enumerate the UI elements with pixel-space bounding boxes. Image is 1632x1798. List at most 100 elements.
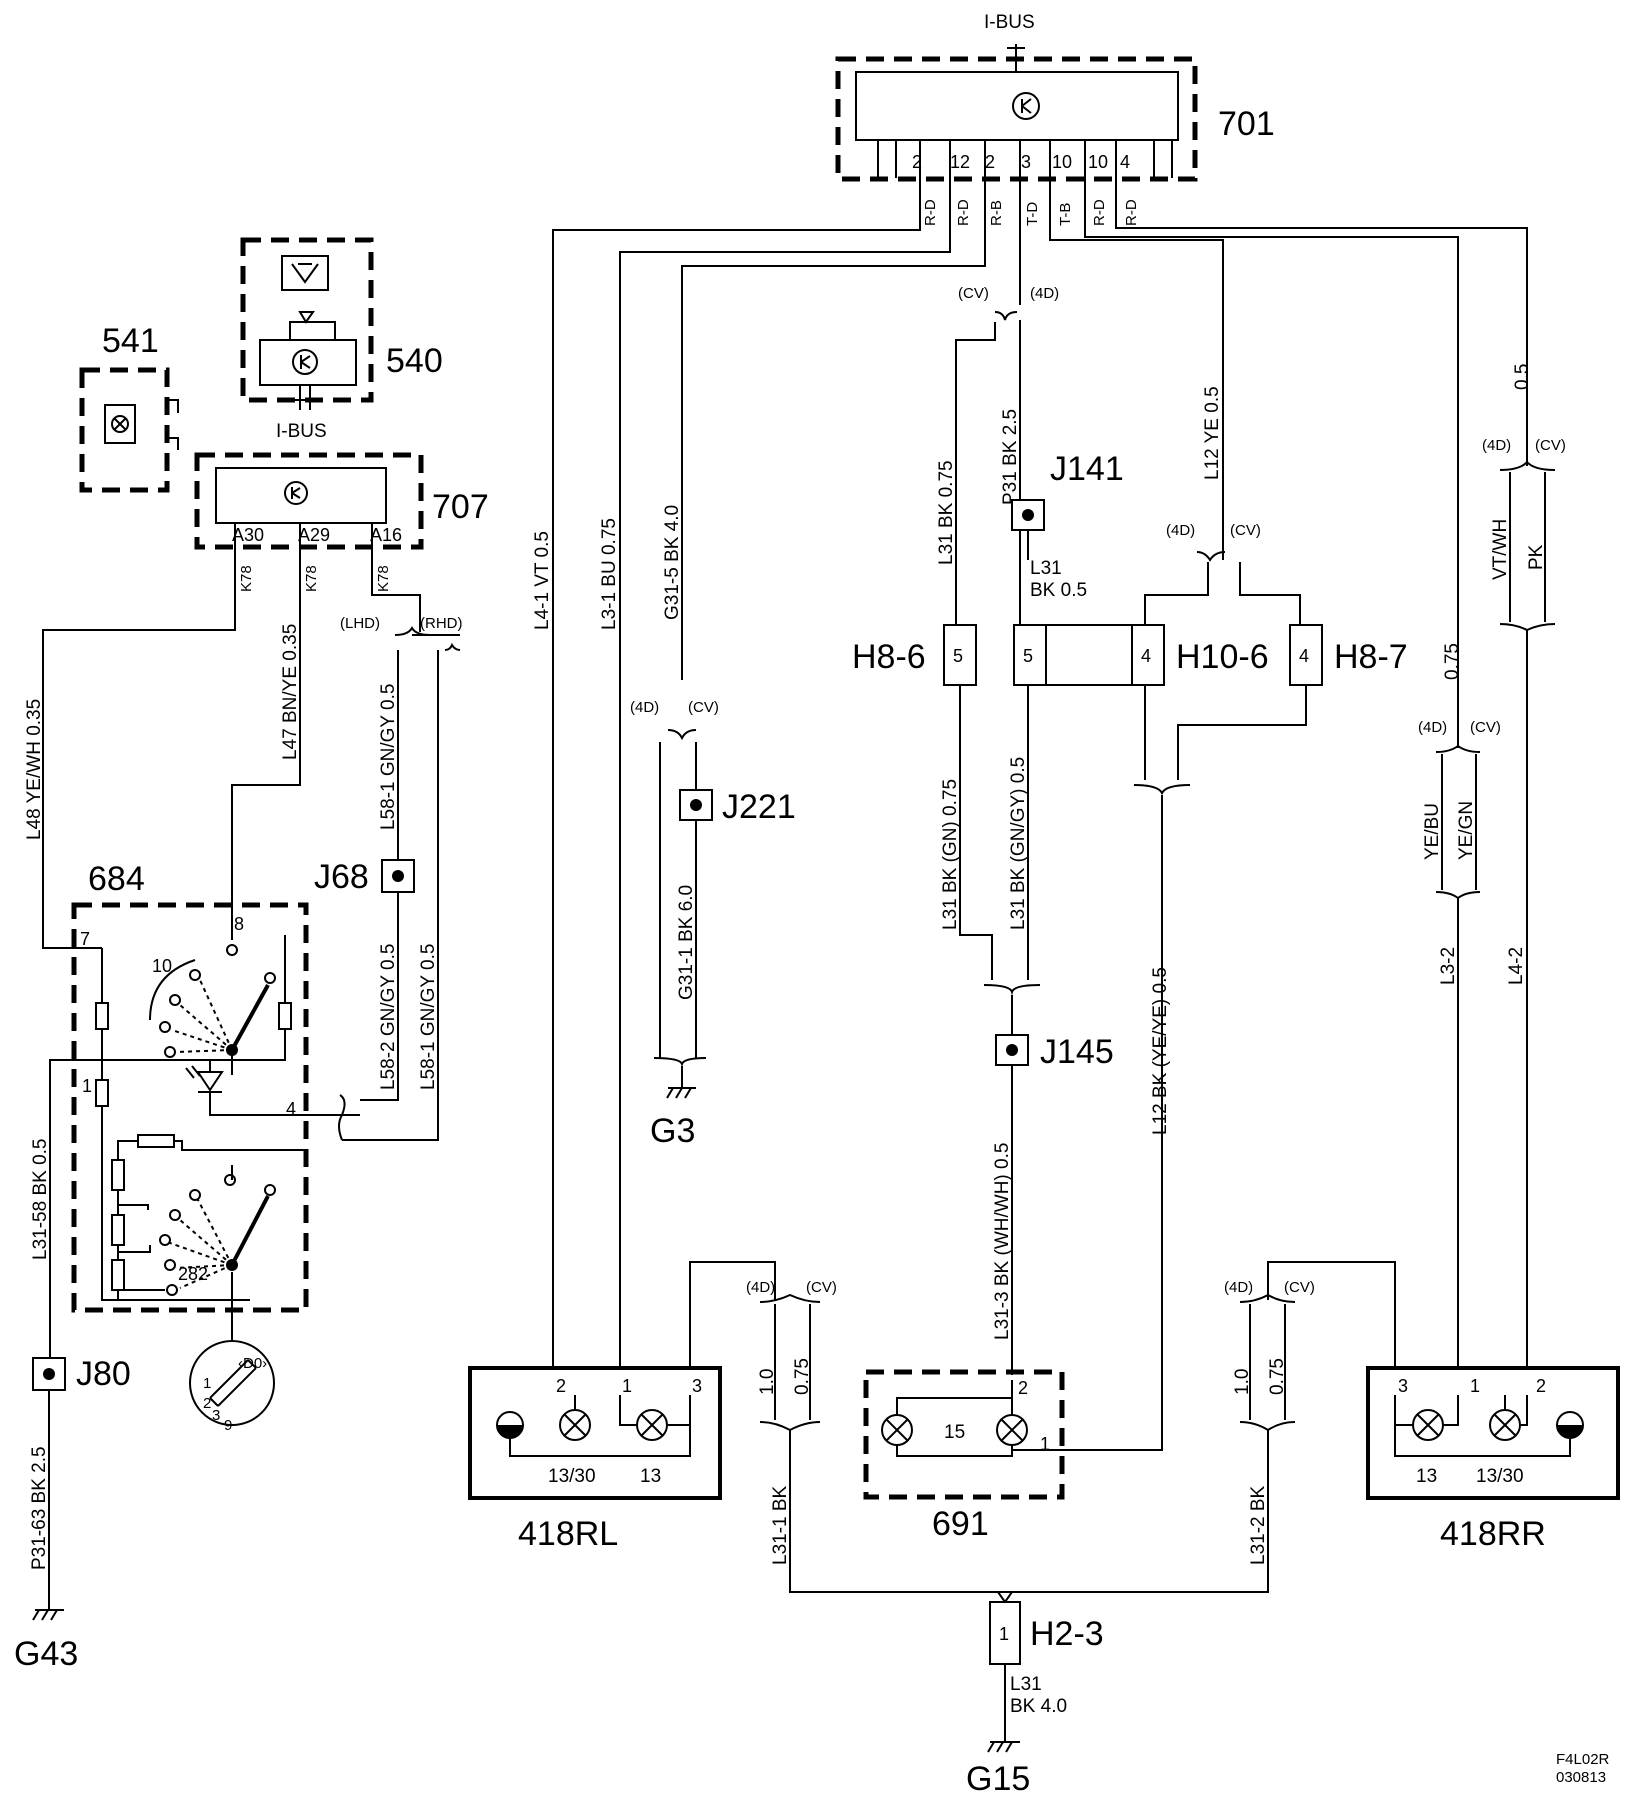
pin-701: 12: [950, 152, 970, 172]
socket-label: 13: [640, 1466, 661, 1487]
pin: 3: [1398, 1376, 1408, 1396]
signal-701: R-D: [1123, 199, 1140, 226]
connector-h8-7-label: H8-7: [1334, 638, 1408, 676]
pin-701: 3: [1021, 152, 1031, 172]
k78-label: K78: [238, 565, 255, 592]
junction-j68: J68: [314, 858, 415, 896]
pin: 7: [80, 929, 90, 949]
wire-label: L31-3 BK (WH/WH) 0.5: [992, 1143, 1013, 1340]
pin-701: 4: [1120, 152, 1130, 172]
wire-label: L58-1 GN/GY 0.5: [418, 944, 439, 1090]
ground-g15-label: G15: [966, 1760, 1030, 1798]
pin: 5: [1023, 646, 1033, 666]
ground-g3-label: G3: [650, 1112, 695, 1150]
pin-701: 10: [1052, 152, 1072, 172]
wire-label: L12 BK (YE/YE) 0.5: [1150, 967, 1171, 1135]
variant-4d: (4D): [1418, 719, 1447, 736]
wires-right: 0.5 (4D) (CV) VT/WH PK 0.75 (4D) (CV) YE…: [1418, 364, 1566, 1383]
component-684: 684 7 8 10 1 4 282: [71, 860, 360, 1340]
variant-cv: (CV): [688, 699, 719, 716]
wire-label: L4-2: [1506, 947, 1527, 985]
variant-4d: (4D): [1482, 437, 1511, 454]
wire-label: L31: [1030, 558, 1062, 579]
wire-label: L31-2 BK: [1248, 1485, 1269, 1565]
wire-label: L31: [1010, 1674, 1042, 1695]
component-418rl-label: 418RL: [518, 1515, 618, 1553]
signal-701: R-D: [922, 199, 939, 226]
pin-707: A16: [370, 525, 402, 545]
pin: 8: [234, 914, 244, 934]
k78-label: K78: [375, 565, 392, 592]
variant-lhd: (LHD): [340, 615, 380, 632]
pin: 4: [1299, 646, 1309, 666]
junction-j141-label: J141: [1050, 450, 1124, 488]
pin: 2: [1536, 1376, 1546, 1396]
pin: 1: [999, 1624, 1009, 1644]
pin: 1: [1040, 1434, 1050, 1454]
junction-j221-group: G31-5 BK 4.0 (4D) (CV) J221 G31-1 BK 6.0…: [630, 505, 796, 1150]
pin: 1: [1470, 1376, 1480, 1396]
socket-label: 13/30: [548, 1466, 596, 1487]
pin: 3: [692, 1376, 702, 1396]
wire-label: BK 4.0: [1010, 1696, 1067, 1717]
connectors-row: 5 H8-6 5 4 H10-6 4 H8-7: [852, 624, 1408, 686]
signal-701: T-B: [1057, 203, 1074, 226]
svg-text:9: 9: [224, 1417, 232, 1434]
component-540: 540: [240, 237, 443, 410]
diagram-code: F4L02R: [1556, 1751, 1610, 1768]
svg-text:3: 3: [212, 1407, 220, 1424]
wire-label: L31 BK (GN) 0.75: [940, 779, 961, 930]
pin: 4: [1141, 646, 1151, 666]
variant-4d: (4D): [1224, 1279, 1253, 1296]
signal-701: T-D: [1024, 202, 1041, 226]
wires-707: (LHD) (RHD) L48 YE/WH 0.35 L47 BN/YE 0.3…: [24, 560, 463, 1141]
pin-707: A30: [232, 525, 264, 545]
variant-cv: (CV): [1230, 522, 1261, 539]
component-691: 691 2 1 15: [863, 1369, 1065, 1543]
pin-701: 10: [1088, 152, 1108, 172]
junction-j145: J145 L31-3 BK (WH/WH) 0.5: [992, 1033, 1114, 1375]
wire-label: L3-2: [1438, 947, 1459, 985]
connector-h2-3: 1 H2-3 L31 BK 4.0 G15: [966, 1591, 1104, 1798]
wire-label: 0.75: [1267, 1358, 1288, 1395]
variant-4d: (4D): [1030, 285, 1059, 302]
wire-label: L47 BN/YE 0.35: [280, 624, 301, 760]
wire-label: 0.75: [792, 1358, 813, 1395]
junction-j80-label: J80: [76, 1355, 131, 1393]
ground-branch-right: (4D) (CV) 1.0 0.75 L31-2 BK: [1005, 1279, 1315, 1593]
wire-label: L31-1 BK: [770, 1485, 791, 1565]
ibus-label-707: I-BUS: [276, 421, 327, 442]
component-541: 541: [79, 322, 179, 493]
pin: 5: [953, 646, 963, 666]
connector-h8-6-label: H8-6: [852, 638, 926, 676]
wire-label: L31-58 BK 0.5: [30, 1139, 51, 1260]
wire-label: G31-5 BK 4.0: [662, 505, 683, 620]
signal-701: R-B: [988, 200, 1005, 226]
component-418rr-label: 418RR: [1440, 1515, 1546, 1553]
pin: 2: [556, 1376, 566, 1396]
wire-label: P31 BK 2.5: [1000, 409, 1021, 505]
variant-cv: (CV): [1535, 437, 1566, 454]
component-701-label: 701: [1218, 105, 1275, 143]
component-707-label: 707: [432, 488, 489, 526]
signal-701: R-D: [955, 199, 972, 226]
junction-j221-label: J221: [722, 788, 796, 826]
component-707: I-BUS 707 A30 A29 A16 K78 K78 K78: [194, 421, 489, 592]
ground-branch-left: (4D) (CV) 1.0 0.75 L31-1 BK: [746, 1262, 1005, 1593]
wire-label: L4-1 VT 0.5: [532, 531, 553, 630]
socket-label: 13/30: [1476, 1466, 1524, 1487]
component-701: I-BUS 701 2 12 2 3 10 10 4 R-D R-D R-B T…: [835, 12, 1275, 226]
variant-cv: (CV): [806, 1279, 837, 1296]
wires-701: [552, 190, 1528, 1383]
wires-lower-center: L31 BK (GN) 0.75 L31 BK (GN/GY) 0.5 L12 …: [940, 685, 1307, 1451]
component-540-label: 540: [386, 342, 443, 380]
wire-label: L3-1 BU 0.75: [599, 518, 620, 630]
wire-label: L48 YE/WH 0.35: [24, 699, 45, 840]
pin: 4: [286, 1099, 296, 1119]
svg-text:2: 2: [203, 1395, 211, 1412]
component-541-label: 541: [102, 322, 159, 360]
pin-701: 2: [912, 152, 922, 172]
variant-cv: (CV): [1284, 1279, 1315, 1296]
k78-label: K78: [303, 565, 320, 592]
